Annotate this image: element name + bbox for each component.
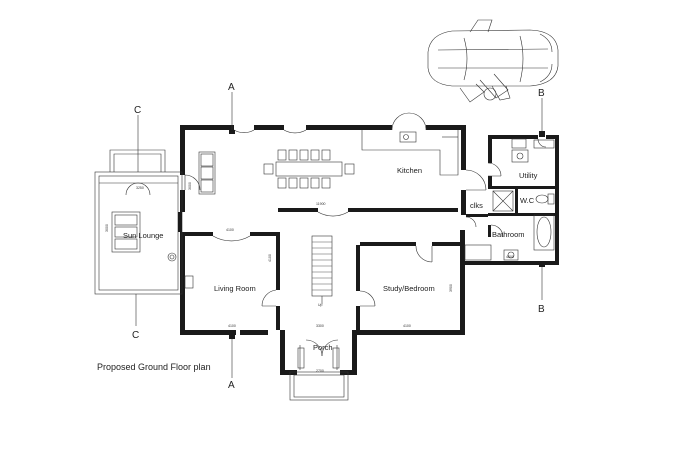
dim-porch-front: 2700: [316, 369, 324, 373]
room-label-porch: Porch: [313, 343, 333, 352]
dim-study-side: 3900: [449, 284, 453, 292]
section-marker-b-top: B: [538, 88, 545, 99]
room-label-bathroom: Bathroom: [492, 230, 525, 239]
main-house-walls: [180, 125, 466, 375]
dim-study-bottom: 4100: [403, 324, 411, 328]
dim-living-width: 4100: [226, 228, 234, 232]
section-lines: [135, 92, 545, 378]
stair-up-label: Up: [318, 303, 323, 307]
staircase: [311, 235, 333, 304]
dim-porch-width: 3300: [316, 324, 324, 328]
dim-sun-lounge-width: 3250: [136, 186, 144, 190]
dim-bath-width: 4000: [506, 255, 514, 259]
plan-title: Proposed Ground Floor plan: [97, 362, 211, 372]
room-label-sun-lounge: Sun Lounge: [123, 231, 163, 240]
kitchen-fixtures: [198, 130, 459, 195]
right-wing-walls: [462, 135, 559, 265]
dim-living-bottom: 4100: [228, 324, 236, 328]
porch-steps: [289, 345, 349, 401]
section-marker-c-top: C: [134, 105, 141, 116]
room-label-study-bedroom: Study/Bedroom: [383, 284, 435, 293]
section-marker-a-top: A: [228, 82, 235, 93]
door-swings: [125, 112, 547, 357]
dim-corridor-width: 11900: [316, 202, 326, 206]
section-marker-c-bottom: C: [132, 330, 139, 341]
section-marker-b-bottom: B: [538, 304, 545, 315]
dim-living-side: 4100: [268, 254, 272, 262]
car-sketch: [427, 19, 559, 103]
dim-kitchen-depth: 3000: [188, 182, 192, 190]
room-label-clks: clks: [470, 201, 483, 210]
room-label-utility: Utility: [519, 171, 538, 180]
room-label-wc: W.C: [520, 196, 535, 205]
sun-lounge-furniture: [111, 211, 194, 289]
sun-lounge-walls: [94, 149, 183, 295]
section-marker-a-bottom: A: [228, 380, 235, 391]
room-label-living-room: Living Room: [214, 284, 256, 293]
utility-bath-fixtures: [492, 138, 555, 261]
dim-sun-lounge-depth: 3000: [105, 224, 109, 232]
room-label-kitchen: Kitchen: [397, 166, 422, 175]
